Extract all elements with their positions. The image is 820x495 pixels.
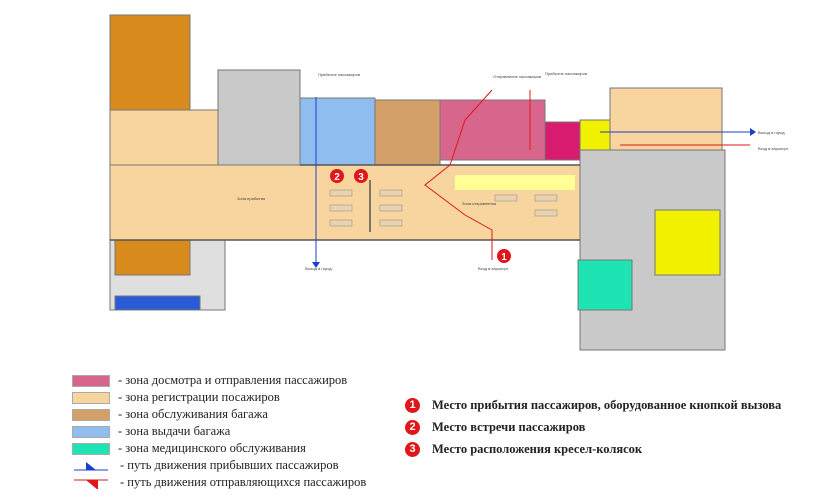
marker-legend: 1 Место прибытия пассажиров, оборудованно… bbox=[405, 394, 781, 460]
marker-legend-label: Место расположения кресел-колясок bbox=[432, 441, 643, 456]
zone-baggage-service bbox=[374, 99, 441, 166]
legend-swatch bbox=[72, 442, 110, 455]
legend-item: - зона обслуживания багажа bbox=[72, 406, 366, 423]
zone-registration-east bbox=[609, 87, 723, 151]
zone-yellow-east bbox=[654, 209, 721, 276]
walls bbox=[110, 164, 580, 241]
legend-swatch bbox=[72, 374, 110, 387]
legend-item: - зона медицинского обслуживания bbox=[72, 440, 366, 457]
departure-path bbox=[424, 89, 493, 260]
label-exit-right: Вход в аэропорт bbox=[478, 266, 509, 271]
label-arrival-top-2: Прибытие пассажиров bbox=[545, 71, 587, 76]
marker-legend-label: Место встречи пассажиров bbox=[432, 419, 586, 434]
zone-departure-screening bbox=[439, 99, 546, 161]
legend-label: - зона медицинского обслуживания bbox=[118, 441, 306, 455]
zone-light-yellow-strip bbox=[455, 175, 575, 190]
zone-baggage-claim bbox=[299, 97, 376, 166]
marker-2: 2 bbox=[330, 169, 344, 183]
marker-3-number: 3 bbox=[358, 172, 364, 183]
zone-orange-south-block bbox=[114, 239, 191, 276]
marker-2-number: 2 bbox=[334, 172, 340, 183]
label-departure-top: Отправление пассажиров bbox=[493, 74, 541, 79]
arrival-path-icon bbox=[74, 461, 108, 470]
marker-legend-item: 3 Место расположения кресел-колясок bbox=[405, 438, 781, 460]
marker-legend-item: 1 Место прибытия пассажиров, оборудованно… bbox=[405, 394, 781, 416]
legend-swatch bbox=[72, 391, 110, 404]
marker-legend-item: 2 Место встречи пассажиров bbox=[405, 416, 781, 438]
legend-item: - зона регистрации посажиров bbox=[72, 389, 366, 406]
departure-path-icon bbox=[74, 479, 108, 489]
zone-legend: - зона досмотра и отправления пассажиров… bbox=[72, 372, 366, 491]
zone-orange-north-block bbox=[109, 14, 191, 126]
legend-label: - путь движения прибывших пассажиров bbox=[120, 458, 339, 472]
marker-legend-label: Место прибытия пассажиров, оборудованное… bbox=[432, 397, 782, 412]
arrival-arrow-icon bbox=[312, 262, 320, 268]
zone-medical bbox=[577, 259, 633, 311]
marker-number-icon: 3 bbox=[405, 441, 420, 457]
legend-item: - путь движения отправляющихся пассажиро… bbox=[72, 474, 366, 491]
marker-1-number: 1 bbox=[501, 252, 507, 263]
legend-item: - путь движения прибывших пассажиров bbox=[72, 457, 366, 474]
zone-departure-magenta bbox=[544, 121, 581, 161]
marker-3: 3 bbox=[354, 169, 368, 183]
label-exit-east-2: Вход в аэропорт bbox=[758, 146, 789, 151]
zone-gray-rooms bbox=[217, 69, 301, 167]
legend-swatch bbox=[72, 408, 110, 421]
label-exit-left: Выход в город bbox=[305, 266, 332, 271]
legend-item: - зона выдачи багажа bbox=[72, 423, 366, 440]
legend-label: - зона регистрации посажиров bbox=[118, 390, 280, 404]
legend-label: - зона выдачи багажа bbox=[118, 424, 231, 438]
label-exit-east-1: Выход в город bbox=[758, 130, 785, 135]
floor-plan: Прибытие пассажиров Отправление пассажир… bbox=[109, 14, 789, 351]
seating-rows bbox=[329, 189, 558, 227]
legend-label: - зона обслуживания багажа bbox=[118, 407, 268, 421]
label-departure-hall: Зона отправления bbox=[462, 201, 496, 206]
legend-label: - зона досмотра и отправления пассажиров bbox=[118, 373, 348, 387]
legend-item: - зона досмотра и отправления пассажиров bbox=[72, 372, 366, 389]
marker-1: 1 bbox=[497, 249, 511, 263]
label-arrival-hall: Зона прибытия bbox=[237, 196, 265, 201]
label-arrival-top: Прибытие пассажиров bbox=[318, 72, 360, 77]
zone-registration-west bbox=[109, 109, 221, 171]
legend-swatch bbox=[72, 425, 110, 438]
marker-number-icon: 1 bbox=[405, 397, 420, 413]
marker-number-icon: 2 bbox=[405, 419, 420, 435]
arrival-arrow-east-icon bbox=[750, 128, 756, 136]
legend-label: - путь движения отправляющихся пассажиро… bbox=[120, 475, 367, 489]
zone-blue-south bbox=[114, 295, 201, 311]
